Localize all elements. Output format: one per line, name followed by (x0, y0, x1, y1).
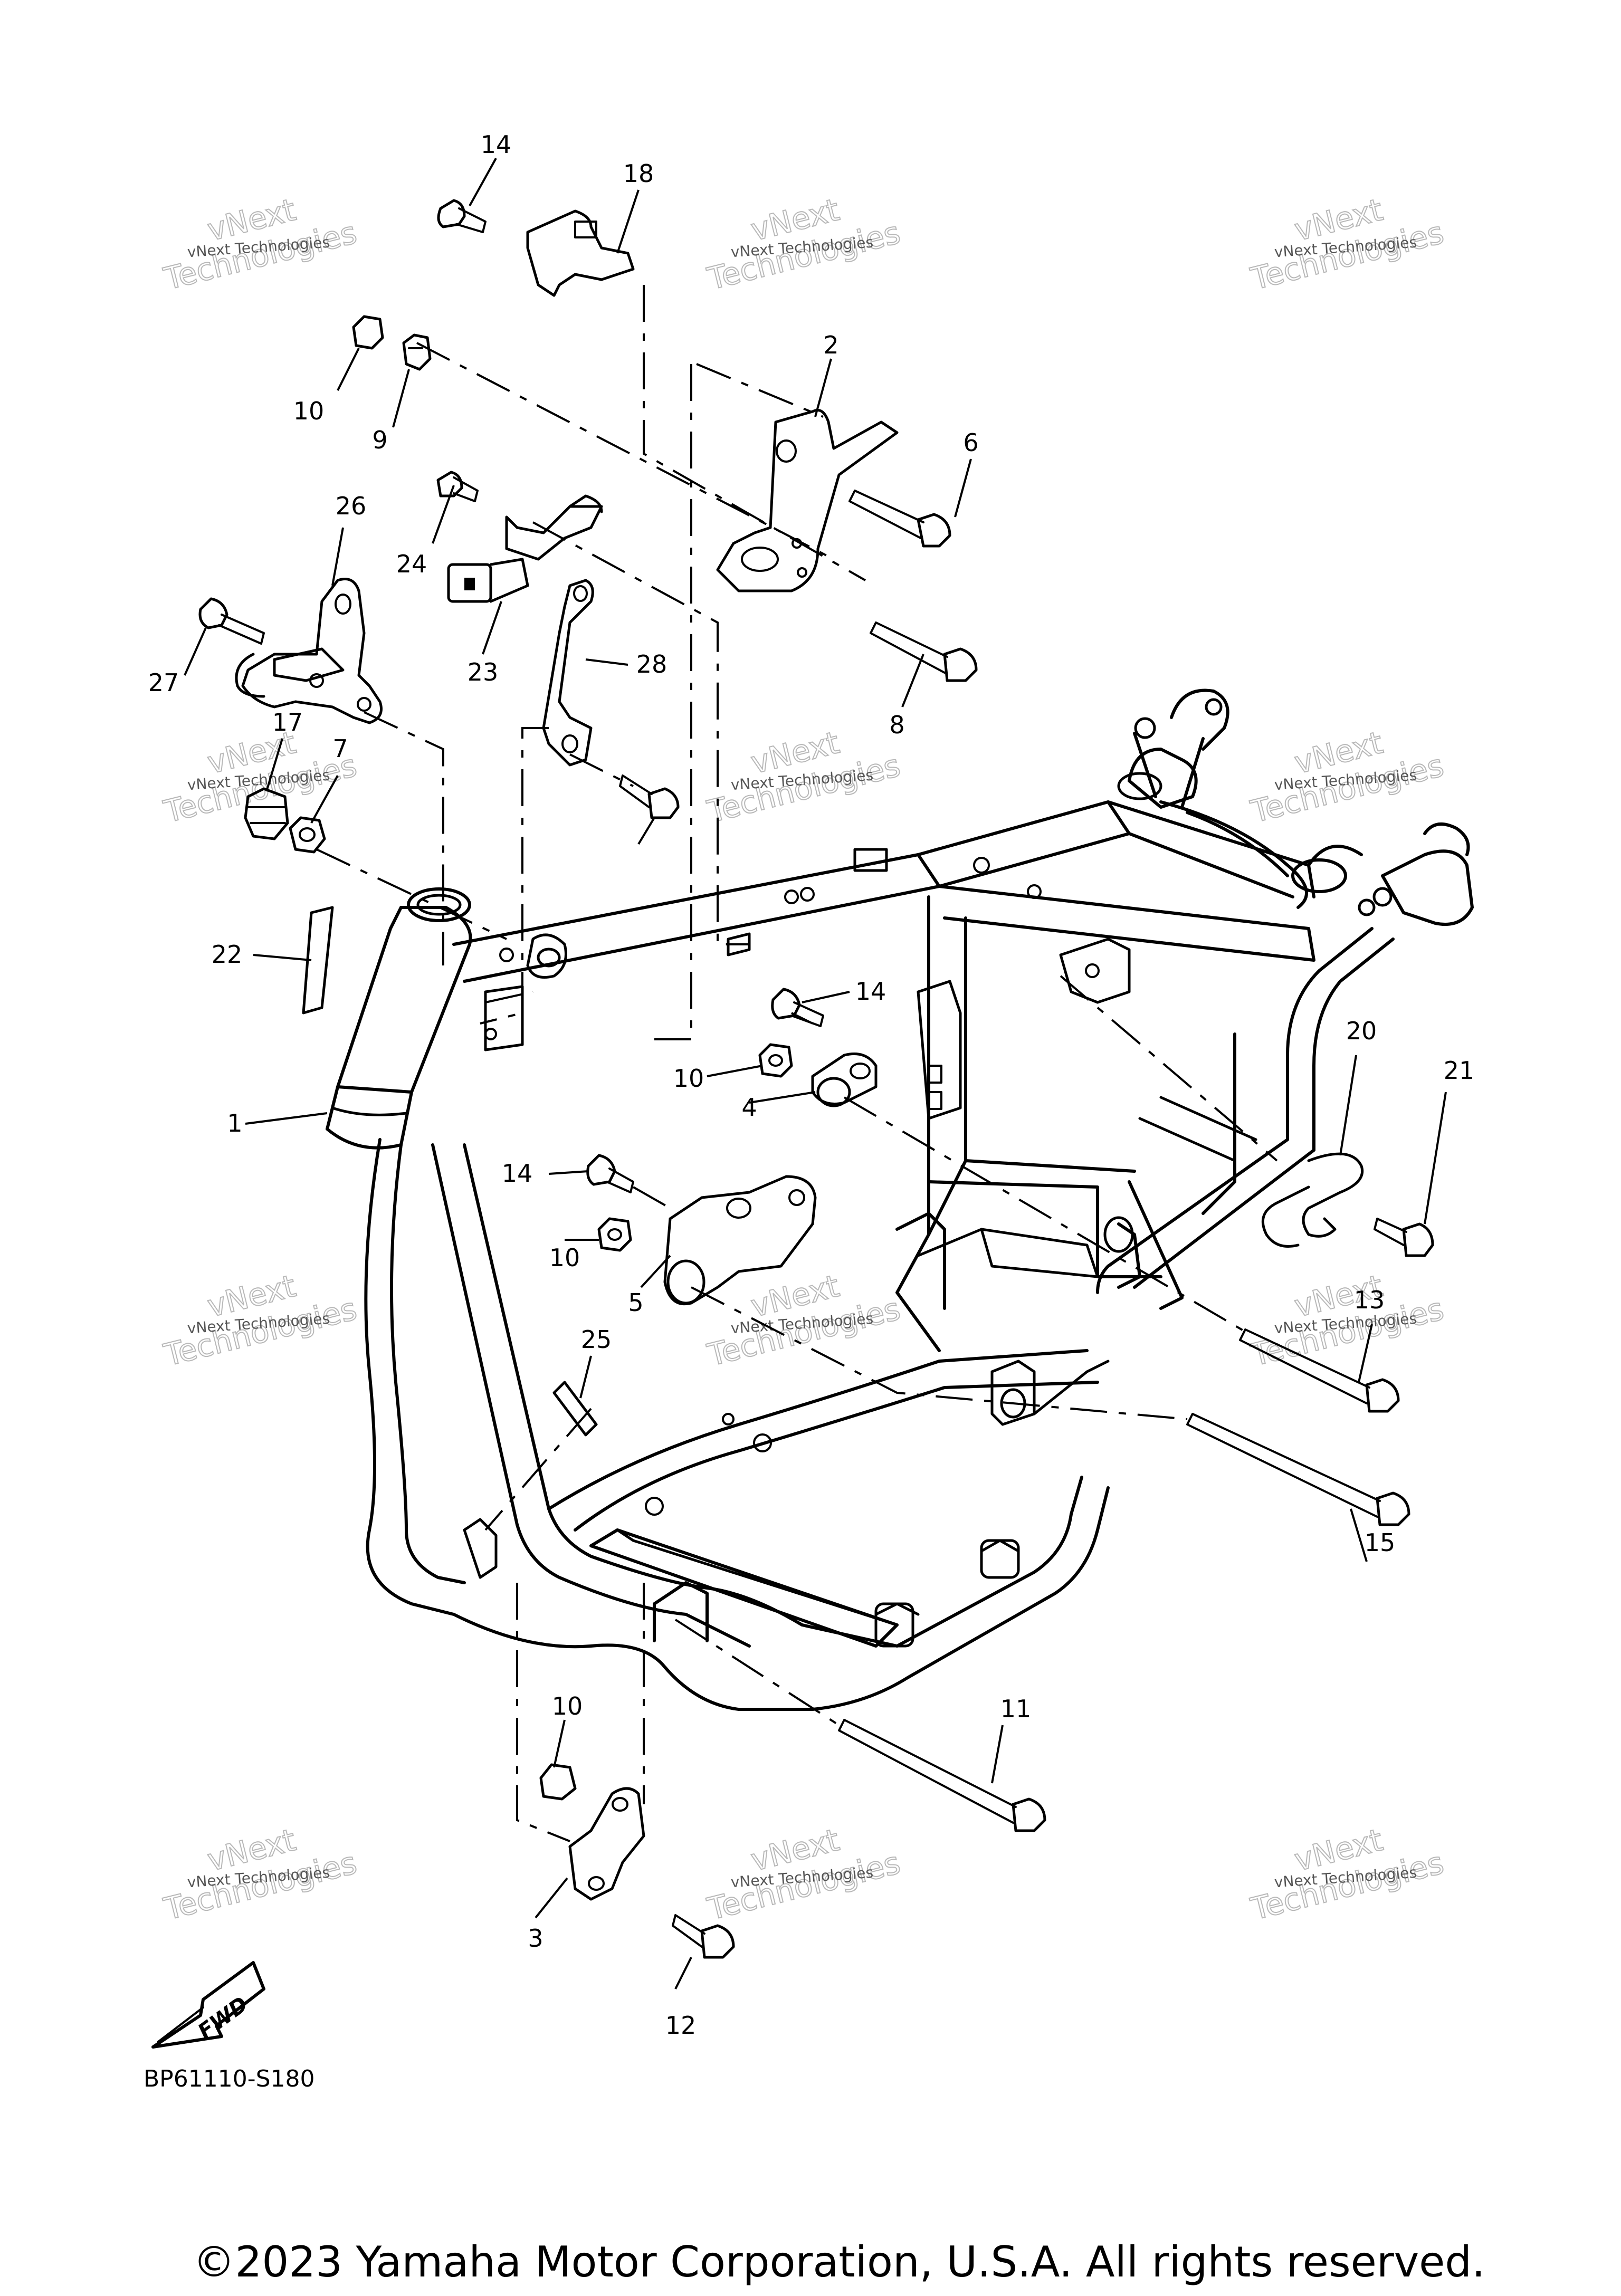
part-7-washer (289, 816, 326, 854)
callout-17: 18 (623, 159, 654, 188)
callout-15: 15 (1365, 1528, 1396, 1557)
part-5-bracket (663, 1175, 817, 1306)
callout-25: 26 (336, 492, 367, 520)
callout-7: 7 (332, 734, 348, 763)
part-12-bolt (672, 1914, 735, 1959)
assembly-guide-lines (316, 285, 1278, 1842)
part-21-plate (302, 906, 334, 1015)
part-10-nut-middle (758, 1043, 793, 1078)
part-18-bolt (437, 199, 487, 233)
part-23-bolt (436, 471, 479, 502)
callout-10-bottom: 10 (552, 1692, 583, 1720)
main-frame (326, 688, 1474, 1711)
part-14-bolt-upper (771, 988, 824, 1027)
callout-24: 25 (581, 1325, 612, 1354)
part-13-bolt (1239, 1328, 1400, 1413)
part-9-clip (402, 333, 432, 371)
callout-2: 2 (823, 331, 838, 359)
fwd-arrow-icon: FWD (151, 1961, 265, 2049)
part-8-bolt (870, 621, 978, 682)
part-17-bracket (526, 209, 635, 297)
callout-6: 6 (963, 428, 978, 457)
callout-12: 12 (665, 2011, 697, 2040)
part-19-clamp (1261, 1152, 1363, 1248)
diagram-reference-code: BP61110-S180 (144, 2065, 314, 2092)
part-10-nut-top (352, 315, 384, 350)
callout-4: 4 (741, 1093, 757, 1122)
callout-14-upper: 14 (855, 977, 886, 1006)
callout-labels: 14 18 10 9 2 6 8 24 26 23 27 28 17 7 22 … (148, 130, 1475, 2040)
part-27-bracket (542, 579, 594, 767)
callout-14-lower: 14 (502, 1159, 533, 1188)
callout-10-middle: 10 (673, 1064, 704, 1093)
callout-26: 27 (148, 668, 179, 697)
callout-18: 14 (481, 130, 512, 159)
callout-13: 13 (1354, 1286, 1385, 1314)
part-11-bolt (838, 1719, 1046, 1832)
leader-lines (184, 158, 1447, 1989)
part-3-bracket (568, 1787, 645, 1901)
part-4-bracket (811, 1053, 878, 1107)
part-20-bolt (1374, 1218, 1434, 1257)
callout-19: 20 (1346, 1017, 1377, 1045)
callout-5: 5 (628, 1288, 643, 1317)
callout-22: 23 (468, 658, 499, 686)
callout-21: 22 (212, 940, 243, 969)
part-10-nut-bottom (539, 1763, 577, 1801)
callout-11: 11 (1000, 1695, 1032, 1723)
callout-9: 9 (372, 426, 387, 454)
callout-3: 3 (528, 1924, 543, 1953)
part-14-bolt-lower (586, 1154, 634, 1193)
callout-10-lower: 10 (549, 1243, 580, 1272)
part-28-bolt (619, 774, 680, 819)
callout-20: 21 (1444, 1056, 1475, 1085)
callout-8: 8 (889, 711, 904, 739)
part-24-plate (552, 1381, 598, 1437)
callout-27: 28 (636, 650, 668, 678)
part-25-bracket (235, 578, 383, 724)
callout-10-top: 10 (293, 397, 325, 425)
part-15-bolt (1186, 1413, 1410, 1526)
part-2-bracket (716, 409, 899, 592)
part-6-bolt (848, 490, 951, 548)
callout-23: 24 (396, 550, 427, 578)
part-22-bracket (447, 494, 603, 603)
callout-16: 17 (272, 708, 303, 736)
part-26-bolt (198, 597, 265, 645)
callout-1: 1 (227, 1109, 242, 1137)
part-10-nut-lower (597, 1217, 632, 1252)
copyright-notice: ©2023 Yamaha Motor Corporation, U.S.A. A… (193, 2237, 1485, 2287)
